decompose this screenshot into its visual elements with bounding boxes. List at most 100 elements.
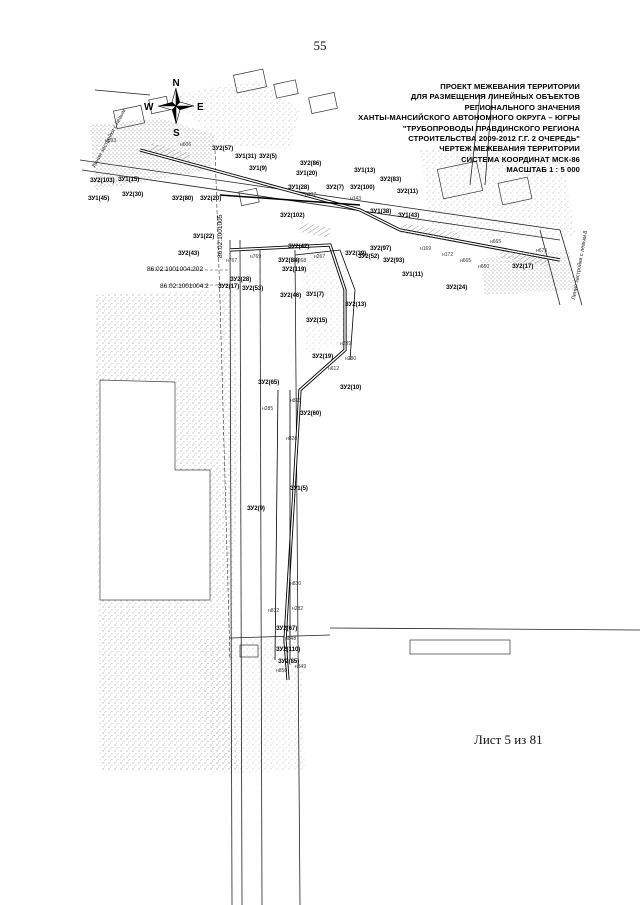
point-label: н675 [536, 248, 547, 254]
parcel-label: ЗУ2(10) [340, 385, 361, 391]
point-label: н606 [180, 142, 191, 148]
page-number: 55 [313, 38, 327, 53]
title-line: СТРОИТЕЛЬСТВА 2009-2012 Г.Г. 2 ОЧЕРЕДЬ" [408, 134, 580, 144]
parcel-label: ЗУ2(7) [326, 185, 344, 191]
hatched-segments [149, 142, 551, 267]
title-block: ПРОЕКТ МЕЖЕВАНИЯ ТЕРРИТОРИИ ДЛЯ РАЗМЕЩЕН… [260, 82, 580, 176]
compass-w: W [144, 102, 154, 113]
parcel-label: ЗУ1(20) [296, 171, 317, 177]
street-label-right: Линия застройки с левым 8 [570, 230, 589, 300]
parcel-label: ЗУ2(103) [90, 178, 115, 184]
point-label: н769 [250, 254, 261, 260]
point-label: н849 [295, 664, 306, 670]
parcel-label: ЗУ2(46) [280, 293, 301, 299]
point-label: н143 [350, 196, 361, 202]
parcel-label: ЗУ1(11) [402, 272, 423, 278]
parcel-label: ЗУ2(9) [247, 506, 265, 512]
title-line: ХАНТЫ-МАНСИЙСКОГО АВТОНОМНОГО ОКРУГА – Ю… [358, 113, 580, 123]
roads [79, 89, 640, 905]
cadastral-label-202: 86:02:1001004:202 [147, 266, 203, 273]
parcel-label: ЗУ2(85) [278, 659, 299, 665]
parcel-label: ЗУ2(110) [276, 647, 300, 653]
point-label: н107 [305, 192, 316, 198]
parcel-label: ЗУ2(43) [178, 251, 199, 257]
title-line: ДЛЯ РАЗМЕЩЕНИЯ ЛИНЕЙНЫХ ОБЪЕКТОВ [410, 92, 580, 102]
parcel-label: ЗУ2(97) [370, 246, 391, 252]
point-label: н813 [290, 398, 301, 404]
parcel-label: ЗУ2(11) [397, 189, 418, 195]
parcel-label: ЗУ1(15) [118, 177, 139, 183]
title-line: ЧЕРТЕЖ МЕЖЕВАНИЯ ТЕРРИТОРИИ [439, 144, 580, 154]
sheet-label: Лист 5 из 81 [474, 732, 543, 747]
parcel-label: ЗУ2(13) [345, 302, 366, 308]
point-label: н282 [292, 606, 303, 612]
parcel-label: ЗУ2(24) [446, 285, 467, 291]
point-label: н767 [226, 258, 237, 264]
parcel-label: ЗУ2(28) [230, 277, 251, 283]
parcel-label: ЗУ2(42) [288, 244, 309, 250]
point-label: н828 [286, 436, 297, 442]
point-label: н850 [276, 668, 287, 674]
point-label: н848 [285, 636, 296, 642]
parcel-label: ЗУ2(17) [512, 264, 533, 270]
parcel-label: ЗУ1(9) [249, 166, 267, 172]
compass-rose: N S W E [144, 78, 204, 139]
title-line: СИСТЕМА КООРДИНАТ МСК-86 [461, 154, 580, 164]
terrain-central [300, 250, 350, 355]
parcel-label: ЗУ2(67) [276, 626, 297, 632]
parcel-boundary [214, 149, 231, 661]
terrain-right-lower [480, 250, 575, 295]
title-line: МАСШТАБ 1 : 5 000 [506, 165, 580, 175]
parcel-labels: ЗУ2(57) ЗУ1(31) ЗУ2(5) ЗУ2(86) ЗУ1(9) ЗУ… [88, 146, 533, 665]
parcel-label: ЗУ2(60) [300, 411, 321, 417]
building-outlines [113, 68, 533, 658]
parcel-label: ЗУ1(22) [193, 234, 214, 240]
point-label: н665 [490, 239, 501, 245]
parcel-label: ЗУ1(5) [290, 486, 308, 492]
cadastral-label-2: 86:02:1001004:2 [160, 283, 209, 290]
compass-e: E [197, 102, 204, 113]
point-label: н830 [290, 581, 301, 587]
parcel-label: ЗУ2(65) [258, 380, 279, 386]
parcel-label: ЗУ2(19) [312, 354, 333, 360]
point-label: н172 [442, 252, 453, 258]
title-line: "ТРУБОПРОВОДЫ ПРАВДИНСКОГО РЕГИОНА [402, 123, 580, 133]
parcel-label: ЗУ2(83) [380, 177, 401, 183]
title-line: РЕГИОНАЛЬНОГО ЗНАЧЕНИЯ [464, 102, 580, 112]
point-label: н268 [295, 258, 306, 264]
parcel-label: ЗУ2(86) [300, 161, 321, 167]
point-label: н285 [262, 406, 273, 412]
parcel-label: ЗУ2(80) [172, 196, 193, 202]
parcel-label: ЗУ2(93) [383, 258, 404, 264]
parcel-label: ЗУ2(20) [200, 196, 221, 202]
terrain-areas [90, 80, 575, 775]
cadastral-label-1001005: 86:02:1001005 [217, 214, 224, 258]
point-label: н267 [314, 254, 325, 260]
parcel-label: ЗУ2(57) [212, 146, 233, 152]
parcel-label: ЗУ2(39) [345, 251, 366, 257]
parcel-label: ЗУ1(43) [398, 213, 419, 219]
parcel-label: ЗУ1(45) [88, 196, 109, 202]
point-label: н593 [105, 138, 116, 144]
title-line: ПРОЕКТ МЕЖЕВАНИЯ ТЕРРИТОРИИ [440, 82, 580, 91]
point-label: н612 [328, 366, 339, 372]
parcel-label: ЗУ2(53) [242, 286, 263, 292]
point-label: н665 [460, 258, 471, 264]
compass-n: N [173, 78, 180, 89]
parcel-label: ЗУ2(17) [218, 284, 239, 290]
parcel-label: ЗУ1(31) [235, 154, 256, 160]
parcel-label: ЗУ2(88) [278, 258, 299, 264]
point-label: н169 [420, 246, 431, 252]
parcel-label: ЗУ2(30) [122, 192, 143, 198]
parcel-label: ЗУ1(28) [288, 185, 309, 191]
parcel-label: ЗУ1(7) [306, 292, 324, 298]
compass-s: S [173, 128, 180, 139]
parcel-label: ЗУ2(52) [358, 254, 379, 260]
terrain-bottom [200, 635, 305, 775]
point-label: н239 [340, 341, 351, 347]
parcel-label: ЗУ2(119) [282, 267, 306, 273]
pipeline-corridor [139, 148, 561, 681]
point-labels: н593 н606 н107 н143 н665 н675 н169 н172 … [105, 138, 547, 674]
point-label: н832 [268, 608, 279, 614]
